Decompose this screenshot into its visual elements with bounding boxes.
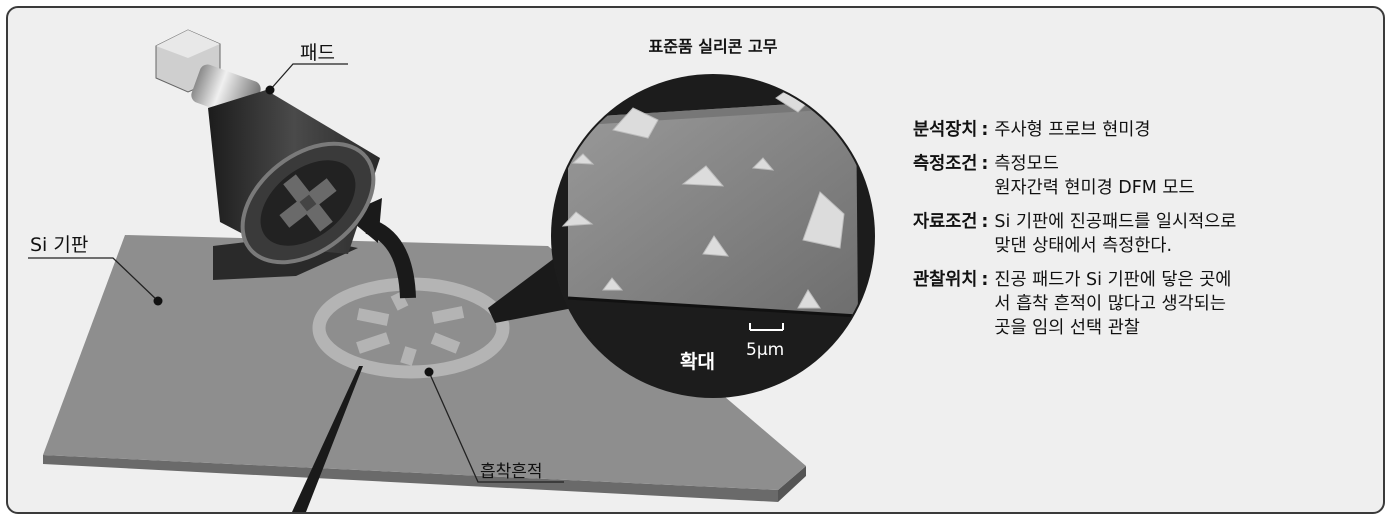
leader-dots <box>153 85 434 377</box>
info-key: 관찰위치 <box>913 270 978 290</box>
info-value-line: 맞댄 상태에서 측정한다. <box>994 236 1173 256</box>
info-value-line: 진공 패드가 Si 기판에 닿은 곳에 <box>994 270 1232 290</box>
vacuum-pad <box>155 29 380 265</box>
info-key: 자료조건 <box>913 212 978 232</box>
afm-magnified-view <box>551 74 875 398</box>
info-colon: : <box>981 270 989 290</box>
info-value: 주사형 프로브 현미경 <box>994 118 1373 142</box>
leader-lines <box>28 63 564 483</box>
info-value-line: 주사형 프로브 현미경 <box>994 120 1151 140</box>
info-colon: : <box>981 154 989 174</box>
info-key: 측정조건 <box>913 154 978 174</box>
info-row: 분석장치:주사형 프로브 현미경 <box>913 118 1373 142</box>
scale-label: 5µm <box>746 340 784 360</box>
magnify-label: 확대 <box>680 350 715 373</box>
info-colon: : <box>981 212 989 232</box>
info-colon: : <box>981 120 989 140</box>
suction-mark-label: 흡착흔적 <box>480 462 543 482</box>
info-value-line: 곳을 임의 선택 관찰 <box>994 318 1140 338</box>
substrate-label: Si 기판 <box>30 234 88 256</box>
sample-title: 표준품 실리콘 고무 <box>649 37 778 56</box>
diagram-scene: 패드 Si 기판 흡착흔적 표준품 실리콘 고무 확대 5µm <box>28 29 875 512</box>
info-key: 분석장치 <box>913 120 978 140</box>
si-substrate <box>43 235 806 502</box>
lift-arrow <box>344 198 416 299</box>
info-value-line: 측정모드 <box>994 154 1059 174</box>
info-value-line: 서 흡착 흔적이 많다고 생각되는 <box>994 294 1226 314</box>
scale-bar <box>749 323 784 331</box>
pad-label: 패드 <box>300 42 335 64</box>
bottom-pointer <box>292 366 363 512</box>
figure-frame: 패드 Si 기판 흡착흔적 표준품 실리콘 고무 확대 5µm 분석장치:주사형… <box>6 6 1385 514</box>
magnify-pointer <box>488 248 573 323</box>
info-value-line: 원자간력 현미경 DFM 모드 <box>994 178 1195 198</box>
info-value-line: Si 기판에 진공패드를 일시적으로 <box>994 212 1237 232</box>
